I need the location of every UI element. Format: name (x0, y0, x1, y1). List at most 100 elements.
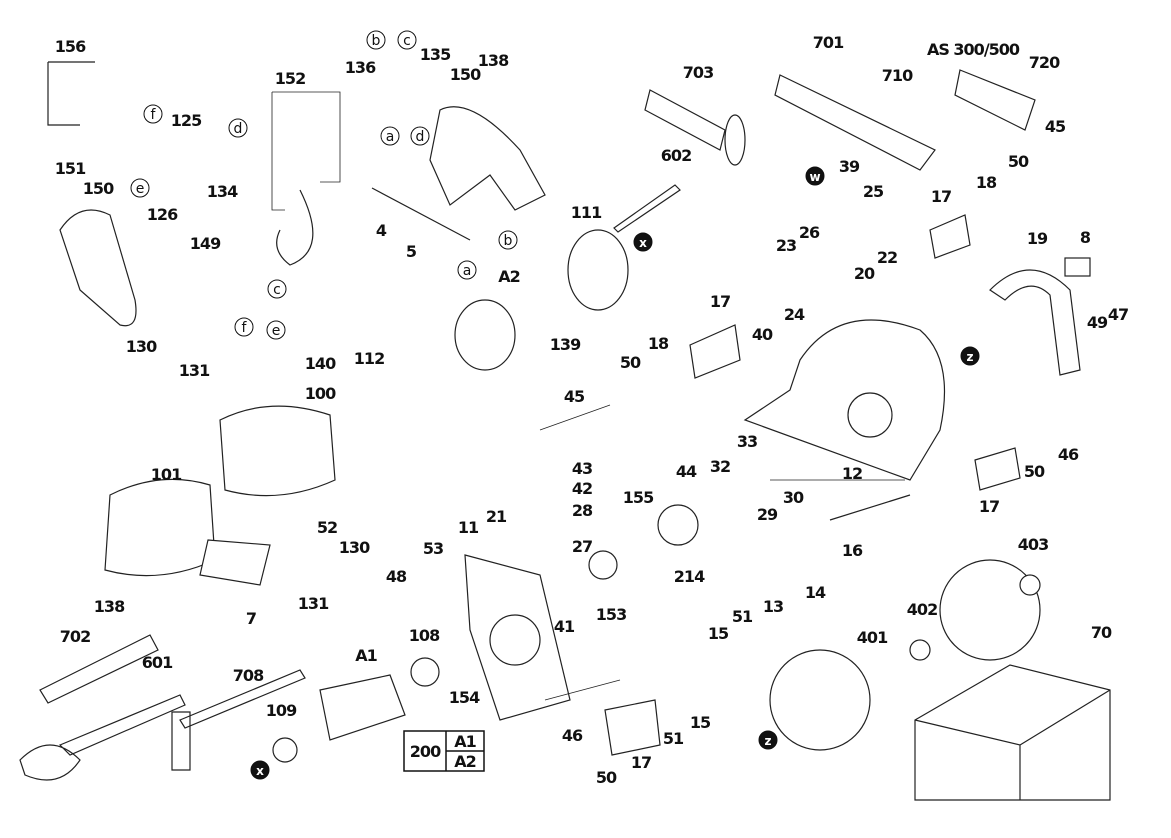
callout-text: 214 (674, 567, 705, 586)
callout-text: 50 (1008, 152, 1029, 171)
callout-letter: b (366, 30, 386, 50)
callout-num: 703 (683, 63, 714, 82)
callout-circle (234, 317, 254, 337)
callout-text: 134 (207, 182, 238, 201)
callout-letter: f (143, 104, 163, 124)
flange-402 (909, 639, 931, 661)
callout-num: 29 (757, 505, 779, 524)
callout-text: 136 (345, 58, 376, 77)
callout-text: 33 (737, 432, 757, 451)
callout-text: 402 (907, 600, 937, 619)
callout-text: 149 (190, 234, 221, 253)
callout-num: 18 (648, 334, 670, 353)
callout-text: 138 (94, 597, 125, 616)
callout-num: 152 (275, 69, 306, 88)
callout-num: 131 (298, 594, 330, 613)
motor-100 (219, 405, 336, 497)
callout-text: 47 (1108, 305, 1128, 324)
callout-text: 130 (339, 538, 370, 557)
callout-text: f (151, 107, 157, 123)
callout-text: 19 (1027, 229, 1048, 248)
callout-num: 140 (305, 354, 337, 373)
callout-text: 46 (562, 726, 583, 745)
callout-num: 70 (1091, 623, 1113, 642)
callout-text: 12 (842, 464, 862, 483)
callout-text: 602 (661, 146, 691, 165)
callout-num: 25 (863, 182, 885, 201)
callout-num: 150 (83, 179, 115, 198)
callout-text: 112 (354, 349, 384, 368)
callout-letter: c (267, 279, 287, 299)
callout-num: 402 (907, 600, 938, 619)
callout-text: 100 (305, 384, 336, 403)
handle-flange-703 (724, 114, 746, 166)
callout-text: e (272, 323, 281, 339)
callout-num: 130 (126, 337, 158, 356)
roller-17-top (929, 214, 971, 259)
callout-num: 401 (857, 628, 889, 647)
callout-circle (380, 126, 400, 146)
callout-text: 26 (799, 223, 820, 242)
callout-num: 19 (1027, 229, 1049, 248)
callout-num: 156 (55, 37, 87, 56)
callout-num: 7 (246, 609, 257, 628)
callout-text: 708 (233, 666, 264, 685)
callout-num: 17 (631, 753, 652, 772)
callout-num: 17 (931, 187, 952, 206)
callout-text: 18 (976, 173, 997, 192)
callout-num: 8 (1080, 228, 1092, 247)
handle-703 (644, 89, 726, 151)
callout-num: 112 (354, 349, 385, 368)
callout-num: 45 (1045, 117, 1067, 136)
callout-text: a (463, 263, 472, 279)
callout-text: 5 (406, 242, 417, 261)
callout-circle (633, 232, 653, 252)
callout-text: 44 (676, 462, 697, 481)
callout-num: 17 (710, 292, 731, 311)
callout-text: 22 (877, 248, 897, 267)
callout-num: 14 (805, 583, 827, 602)
callout-text: 131 (298, 594, 329, 613)
callout-text: 703 (683, 63, 713, 82)
callout-num: 50 (596, 768, 618, 787)
callout-text: 138 (478, 51, 509, 70)
callout-num: 42 (572, 479, 593, 498)
callout-num: 602 (661, 146, 692, 165)
callout-text: d (234, 121, 243, 137)
callout-num: 41 (554, 617, 576, 636)
label-8 (1064, 257, 1091, 277)
callout-black: x (633, 232, 653, 252)
callout-text: 18 (648, 334, 669, 353)
housing-150-right (429, 106, 546, 211)
callout-text: x (256, 764, 264, 778)
callout-letter: b (498, 230, 518, 250)
callout-text: 131 (179, 361, 210, 380)
hose-adapter-701-710 (774, 74, 936, 171)
strap-152 (276, 189, 314, 266)
callout-text: 403 (1018, 535, 1048, 554)
callout-text: z (765, 734, 772, 748)
callout-text: x (639, 236, 647, 250)
callout-num: A2 (498, 267, 521, 286)
shaft-4 (371, 187, 471, 241)
callout-num: 46 (562, 726, 584, 745)
housing-150-left (59, 209, 137, 327)
callout-circle (250, 760, 270, 780)
callout-circle (397, 30, 417, 50)
callout-text: 43 (572, 459, 592, 478)
callout-num: 30 (783, 488, 805, 507)
callout-text: 29 (757, 505, 778, 524)
callout-text: 111 (571, 203, 602, 222)
callout-text: 153 (596, 605, 626, 624)
callout-num: 149 (190, 234, 222, 253)
case-70 (914, 664, 1111, 801)
hex-key-602 (613, 184, 681, 233)
callout-text: 8 (1080, 228, 1091, 247)
callout-text: AS 300/500 (927, 40, 1020, 59)
callout-text: z (967, 350, 974, 364)
callout-text: 156 (55, 37, 86, 56)
callout-num: 40 (752, 325, 774, 344)
callout-text: 28 (572, 501, 593, 520)
callout-text: 45 (1045, 117, 1066, 136)
callout-num: 12 (842, 464, 863, 483)
